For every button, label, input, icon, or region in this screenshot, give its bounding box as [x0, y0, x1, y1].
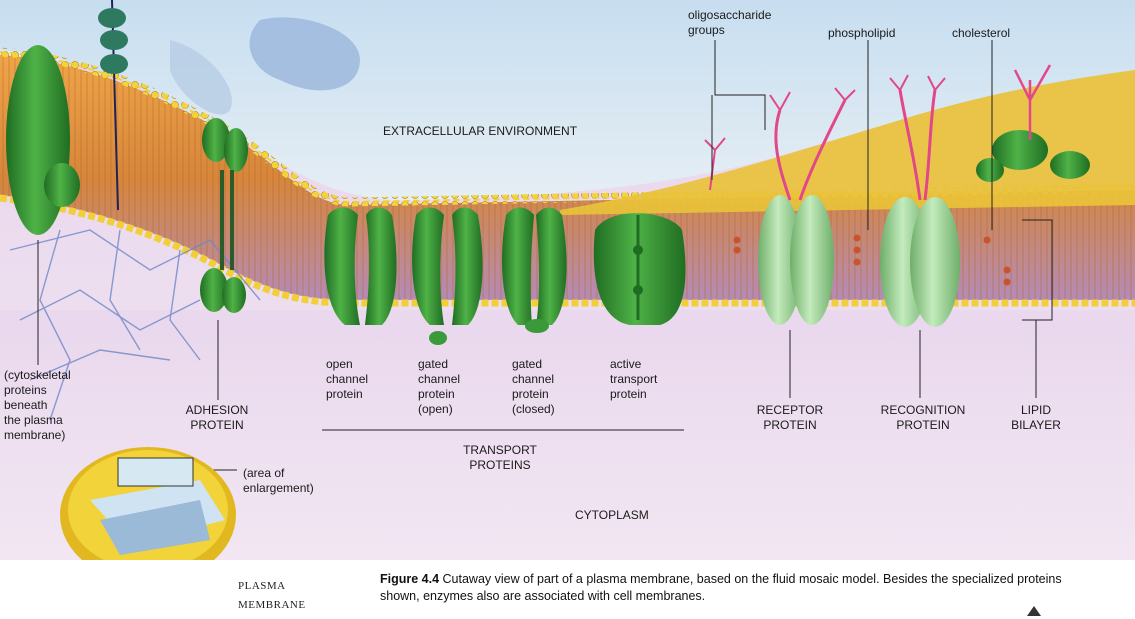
label-extracellular: EXTRACELLULAR ENVIRONMENT — [383, 124, 578, 138]
gated-channel-closed-protein — [502, 207, 567, 333]
cholesterol-molecules — [733, 234, 1011, 286]
figure-caption: Figure 4.4 Cutaway view of part of a pla… — [380, 571, 1100, 605]
recognition-protein — [880, 74, 960, 327]
label-transport-proteins: TRANSPORT PROTEINS — [463, 443, 537, 472]
label-area-enlargement: (area of enlargement) — [243, 466, 314, 495]
cell-cutaway-icon — [60, 447, 236, 583]
label-plasma-membrane: PLASMA MEMBRANE — [238, 580, 306, 611]
label-lipid-bilayer: LIPID BILAYER — [1011, 403, 1061, 432]
label-oligosaccharide: oligosaccharide groups — [688, 8, 772, 37]
label-cholesterol: cholesterol — [952, 26, 1011, 40]
figure-caption-text: Cutaway view of part of a plasma membran… — [380, 572, 1062, 603]
cytoskeletal-anchor-protein — [6, 45, 80, 235]
active-transport-protein — [593, 213, 686, 325]
label-adhesion-protein: ADHESION PROTEIN — [185, 403, 249, 432]
label-gated-open: gated channel protein (open) — [418, 357, 461, 416]
bead-chain — [98, 0, 128, 211]
adhesion-protein — [200, 118, 248, 313]
surface-protein-cluster — [976, 64, 1090, 182]
label-cytoplasm: CYTOPLASM — [575, 508, 649, 522]
membrane-diagram: EXTRACELLULAR ENVIRONMENT CYTOPLASM olig… — [0, 0, 1135, 583]
figure-number: Figure 4.4 — [380, 572, 440, 586]
label-gated-closed: gated channel protein (closed) — [512, 357, 555, 416]
corner-mark-icon — [1027, 606, 1041, 616]
extracellular-fibers — [170, 17, 360, 115]
receptor-protein — [758, 87, 856, 325]
label-phospholipid: phospholipid — [828, 26, 896, 40]
label-active-transport: active transport protein — [610, 357, 658, 401]
cytoskeleton-fibers — [9, 229, 261, 421]
label-open-channel: open channel protein — [326, 357, 369, 401]
label-cytoskeletal: (cytoskeletal proteins beneath the plasm… — [4, 368, 71, 442]
membrane-illustration — [0, 0, 1135, 583]
open-channel-protein — [324, 207, 397, 325]
gated-channel-open-protein — [412, 207, 483, 345]
label-recognition-protein: RECOGNITION PROTEIN — [880, 403, 966, 432]
label-receptor-protein: RECEPTOR PROTEIN — [756, 403, 824, 432]
